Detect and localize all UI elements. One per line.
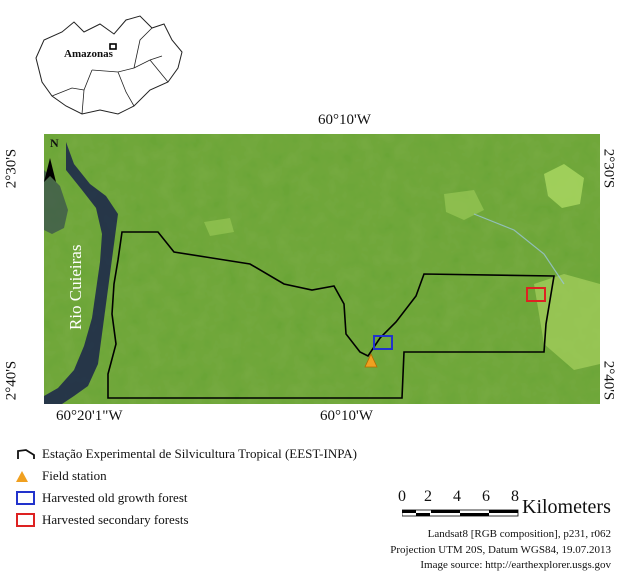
study-area-marker xyxy=(109,43,117,50)
boundary-outline-icon xyxy=(17,449,35,459)
triangle-icon xyxy=(16,471,28,482)
inset-region-label: Amazonas xyxy=(64,48,113,60)
clearing-patch xyxy=(544,164,584,208)
square-outline-icon xyxy=(16,513,35,527)
scale-tick-label: 6 xyxy=(482,488,490,505)
credit-line-3: Image source: http://earthexplorer.usgs.… xyxy=(420,559,611,571)
right-latitude-bottom: 2°40'S xyxy=(600,360,617,401)
scale-tick-label: 8 xyxy=(511,488,519,505)
river xyxy=(44,142,118,404)
legend-item-secondary: Harvested secondary forests xyxy=(16,512,189,528)
square-outline-icon xyxy=(16,491,35,505)
satellite-map: N Rio Cuieiras xyxy=(44,134,600,404)
bottom-longitude-right: 60°10'W xyxy=(320,408,373,424)
scale-bar-graphic xyxy=(402,509,519,517)
scale-tick-label: 0 xyxy=(398,488,406,505)
state-border xyxy=(51,87,85,97)
terrain-texture xyxy=(44,134,600,404)
right-latitude-top: 2°30'S xyxy=(600,148,617,189)
left-latitude-top: 2°30'S xyxy=(3,148,20,189)
field-station-icon xyxy=(364,353,378,368)
clearing-patch xyxy=(444,190,484,220)
clearing-patch xyxy=(204,218,234,236)
river xyxy=(44,170,68,234)
satellite-map-svg xyxy=(44,134,600,404)
inset-locator-map: Amazonas xyxy=(22,10,187,120)
brazil-north-outline xyxy=(35,15,183,115)
state-border xyxy=(117,71,135,107)
legend-item-boundary: Estação Experimental de Silvicultura Tro… xyxy=(16,446,357,462)
inset-map-svg xyxy=(35,15,183,115)
credit-line-2: Projection UTM 20S, Datum WGS84, 19.07.2… xyxy=(390,544,611,556)
legend-item-field-station: Field station xyxy=(16,468,107,484)
river-label: Rio Cuieiras xyxy=(66,244,85,330)
scale-bar: 0 2 4 6 8 Kilometers xyxy=(398,488,618,524)
scale-tick-label: 4 xyxy=(453,488,461,505)
legend-label: Harvested old growth forest xyxy=(42,490,188,505)
legend-label: Field station xyxy=(42,468,107,483)
harvested-secondary-forest xyxy=(526,287,546,302)
north-label: N xyxy=(50,136,59,150)
stream xyxy=(473,213,565,285)
legend-label: Harvested secondary forests xyxy=(42,512,189,527)
scale-tick-label: 2 xyxy=(424,488,432,505)
eest-boundary xyxy=(107,231,555,399)
scale-unit-label: Kilometers xyxy=(522,496,611,518)
bottom-longitude-left: 60°20'1"W xyxy=(56,408,123,424)
state-border xyxy=(133,27,153,69)
legend-item-old-growth: Harvested old growth forest xyxy=(16,490,188,506)
credit-line-1: Landsat8 [RGB composition], p231, r062 xyxy=(427,528,611,540)
top-longitude-label: 60°10'W xyxy=(318,112,371,128)
harvested-old-growth-forest xyxy=(373,335,393,350)
left-latitude-bottom: 2°40'S xyxy=(3,360,20,401)
state-border xyxy=(149,59,169,83)
north-arrow-icon xyxy=(44,158,56,182)
legend-label: Estação Experimental de Silvicultura Tro… xyxy=(42,446,357,461)
